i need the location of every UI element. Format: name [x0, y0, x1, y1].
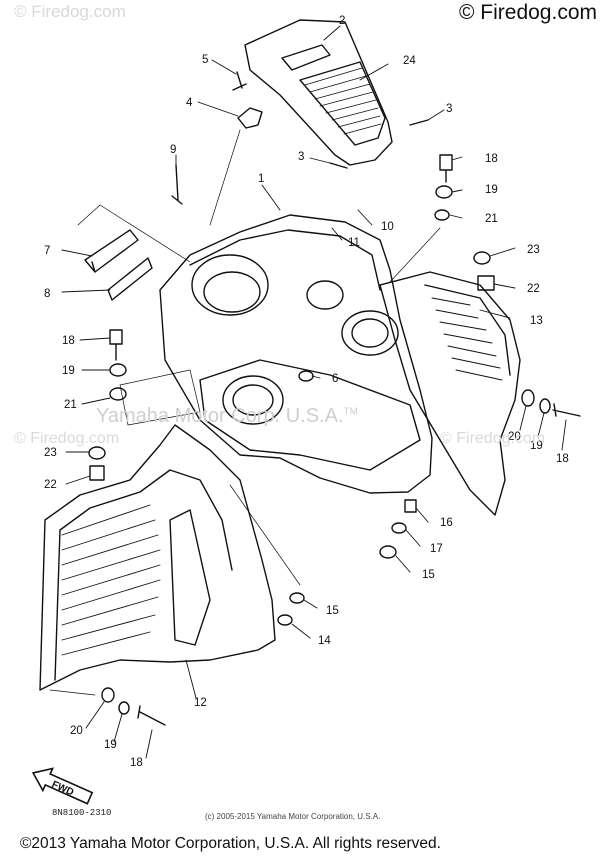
watermark-top-left: © Firedog.com [14, 2, 126, 21]
pin-part-9 [171, 164, 183, 205]
callout-1: 1 [258, 173, 264, 185]
callout-6: 6 [332, 373, 338, 385]
callout-18-bottom: 18 [130, 757, 143, 769]
callout-10: 10 [381, 221, 394, 233]
bolt-part-18-bottom [137, 705, 166, 726]
callout-18-left: 18 [62, 335, 75, 347]
collar-part-22-right [477, 275, 495, 291]
washer-part-19-top-right [435, 185, 453, 199]
bolt-part-16 [404, 499, 417, 513]
leader-lines [61, 25, 567, 759]
assembly-lines [49, 129, 441, 696]
callout-13: 13 [530, 315, 543, 327]
callout-4: 4 [186, 97, 193, 109]
callout-23-right: 23 [527, 244, 540, 256]
bracket-part-4 [237, 107, 263, 129]
callout-23-left: 23 [44, 447, 57, 459]
callout-24: 24 [403, 55, 416, 67]
clip-part-3-right [409, 119, 429, 126]
callout-14: 14 [318, 635, 331, 647]
watermark-top-right: © Firedog.com [458, 1, 597, 24]
callout-3-left: 3 [298, 151, 304, 163]
callout-7: 7 [44, 245, 50, 257]
bolt-part-18-right [552, 403, 581, 417]
callout-18-right: 18 [556, 453, 569, 465]
nut-part-23-right [473, 251, 491, 265]
watermark-center-text: Yamaha Motor Corp. U.S.A. [96, 405, 344, 427]
washer-part-15-lower [289, 592, 305, 604]
screw-part-5 [232, 71, 247, 91]
clip-part-3-left [329, 162, 348, 169]
callout-16: 16 [440, 517, 453, 529]
callout-22-left: 22 [44, 479, 57, 491]
callout-12: 12 [194, 697, 207, 709]
callout-19-bottom: 19 [104, 739, 117, 751]
washer-part-19-left [109, 363, 127, 377]
callout-20-right: 20 [508, 431, 521, 443]
copyright-small: (c) 2005-2015 Yamaha Motor Corporation, … [205, 812, 381, 821]
washer-part-17 [391, 522, 407, 534]
callout-15-lower: 15 [326, 605, 339, 617]
washer-part-20-bottom [101, 687, 115, 703]
callout-21-top-right: 21 [485, 213, 498, 225]
callout-19-top-right: 19 [485, 184, 498, 196]
washer-part-20-right [521, 389, 535, 407]
bolt-part-18-left [109, 329, 123, 361]
callout-17: 17 [430, 543, 443, 555]
panel-part-7 [84, 229, 139, 273]
washer-part-19-right [539, 398, 551, 414]
callout-numbers: 2 24 5 4 3 3 9 1 18 19 10 21 11 23 22 7 … [44, 15, 569, 769]
fwd-label: FWD [50, 779, 75, 798]
callout-15-right: 15 [422, 569, 435, 581]
callout-18-top-right: 18 [485, 153, 498, 165]
fwd-arrow: FWD [31, 767, 94, 805]
callout-22-right: 22 [527, 283, 540, 295]
washer-part-15-right [379, 545, 397, 559]
callout-19-right: 19 [530, 440, 543, 452]
watermark-center: Yamaha Motor Corp. U.S.A.TM [96, 405, 358, 428]
watermark-right-repeat: © Firedog.com [440, 430, 546, 447]
watermark-left-repeat: © Firedog.com [14, 430, 120, 447]
top-cover-part-2 [244, 19, 393, 166]
callout-3-right: 3 [446, 103, 452, 115]
side-panel-part-12 [39, 424, 276, 691]
washer-part-21-top-right [434, 209, 450, 221]
front-cover-part-1 [159, 214, 433, 494]
callout-11: 11 [348, 237, 360, 249]
callout-5: 5 [202, 54, 208, 66]
callout-21-left: 21 [64, 399, 77, 411]
watermark-tm: TM [343, 406, 358, 418]
callout-20-bottom: 20 [70, 725, 83, 737]
footer-copyright: ©2013 Yamaha Motor Corporation, U.S.A. A… [20, 835, 441, 852]
collar-part-22-left [89, 465, 105, 481]
callout-2: 2 [339, 15, 345, 27]
callout-9: 9 [170, 144, 176, 156]
nut-part-6 [298, 370, 314, 382]
panel-part-8 [107, 257, 153, 301]
nut-part-23-left [88, 446, 106, 460]
callout-8: 8 [44, 288, 50, 300]
diagram-code: 8N8100-2310 [52, 808, 112, 818]
callout-19-left: 19 [62, 365, 75, 377]
washer-part-19-bottom [118, 701, 130, 715]
washer-part-21-left [109, 387, 127, 401]
bolt-part-18-top-right [439, 154, 453, 183]
nut-part-14 [277, 614, 293, 626]
side-panel-part-13 [379, 271, 521, 516]
